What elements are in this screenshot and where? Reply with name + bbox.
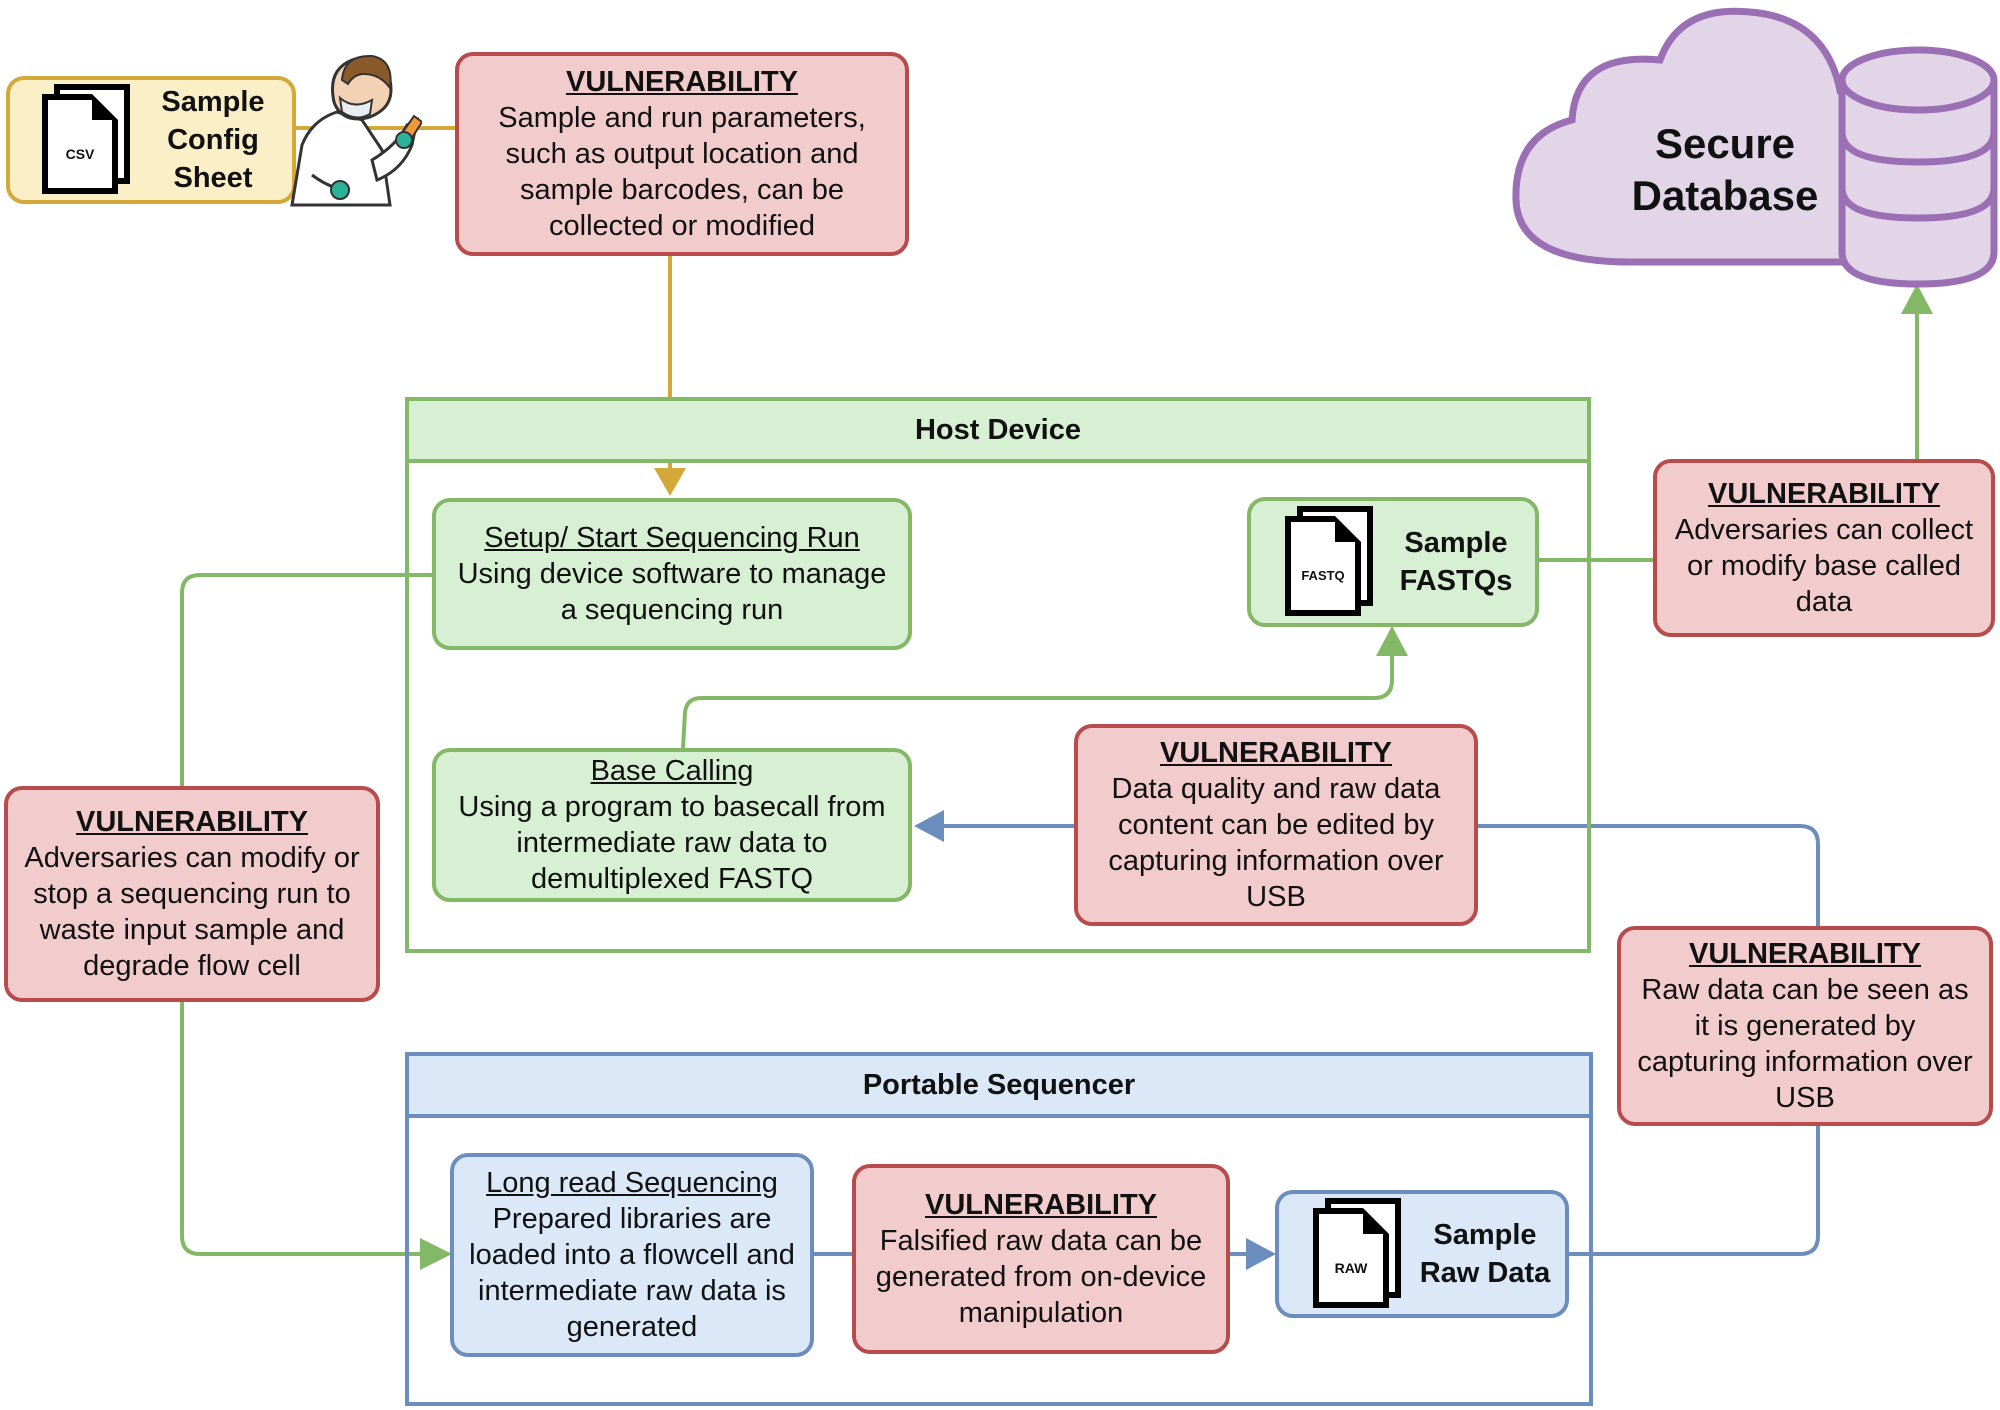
raw-file-label: RAW	[1334, 1260, 1368, 1276]
setup-run-title: Setup/ Start Sequencing Run	[484, 522, 860, 554]
vuln-run-to-longread-line	[180, 1002, 428, 1256]
vulnerability-usb-view-box: VULNERABILITY Raw data can be seen as it…	[1617, 926, 1993, 1126]
fastq-file-icon: FASTQ	[1285, 506, 1377, 618]
base-calling-text: Using a program to basecall from interme…	[458, 791, 886, 895]
vulnerability-text: Adversaries can collect or modify base c…	[1674, 514, 1974, 618]
vuln-to-setup-arrowhead	[654, 468, 686, 496]
long-read-text: Prepared libraries are loaded into a flo…	[469, 1203, 795, 1343]
vulnerability-run-box: VULNERABILITY Adversaries can modify or …	[4, 786, 380, 1002]
raw-file-icon: RAW	[1313, 1198, 1405, 1310]
vulnerability-title: VULNERABILITY	[1160, 737, 1392, 769]
scientist-icon	[290, 54, 422, 207]
database-arrowhead	[1901, 284, 1933, 314]
vulnerability-title: VULNERABILITY	[1689, 938, 1921, 970]
host-device-container: Host Device	[405, 397, 1591, 953]
sample-fastqs-box: FASTQ Sample FASTQs	[1247, 497, 1539, 627]
vulnerability-text: Sample and run parameters, such as outpu…	[498, 102, 866, 242]
vulnerability-text: Adversaries can modify or stop a sequenc…	[24, 842, 360, 982]
vulnerability-title: VULNERABILITY	[566, 66, 798, 98]
raw-to-vuln-view-line	[1568, 1126, 1820, 1256]
long-read-title: Long read Sequencing	[486, 1167, 778, 1199]
base-calling-title: Base Calling	[590, 755, 754, 787]
vulnerability-text: Falsified raw data can be generated from…	[875, 1225, 1207, 1329]
vulnerability-title: VULNERABILITY	[76, 806, 308, 838]
sample-fastqs-title: Sample FASTQs	[1399, 527, 1513, 597]
sample-config-title: Sample Config Sheet	[161, 86, 265, 194]
portable-sequencer-title: Portable Sequencer	[409, 1056, 1589, 1118]
vulnerability-title: VULNERABILITY	[1708, 478, 1940, 510]
portable-sequencer-container: Portable Sequencer	[405, 1052, 1593, 1406]
longread-arrowhead	[420, 1238, 452, 1270]
setup-sequencing-run-box: Setup/ Start Sequencing Run Using device…	[432, 498, 912, 650]
csv-file-label: CSV	[65, 146, 95, 162]
sample-raw-title: Sample Raw Data	[1419, 1219, 1551, 1289]
vulnerability-base-called-box: VULNERABILITY Adversaries can collect or…	[1653, 459, 1995, 637]
database-title: Secure Database	[1631, 120, 1819, 219]
vulnerability-falsified-box: VULNERABILITY Falsified raw data can be …	[852, 1164, 1230, 1354]
host-device-title: Host Device	[409, 401, 1587, 463]
vulnerability-title: VULNERABILITY	[925, 1189, 1157, 1221]
base-calling-box: Base Calling Using a program to basecall…	[432, 748, 912, 902]
raw-arrowhead	[1246, 1238, 1276, 1270]
long-read-sequencing-box: Long read Sequencing Prepared libraries …	[450, 1153, 814, 1357]
fastq-arrowhead	[1376, 626, 1408, 656]
sample-config-sheet: CSV Sample Config Sheet	[6, 76, 296, 204]
sample-raw-data-box: RAW Sample Raw Data	[1275, 1190, 1569, 1318]
fastq-file-label: FASTQ	[1301, 568, 1345, 583]
cloud-database-icon	[1512, 7, 1998, 288]
vulnerability-text: Data quality and raw data content can be…	[1108, 773, 1444, 913]
vulnerability-usb-edit-box: VULNERABILITY Data quality and raw data …	[1074, 724, 1478, 926]
vuln-view-to-vuln-edit-line	[1478, 824, 1820, 926]
vulnerability-config-box: VULNERABILITY Sample and run parameters,…	[455, 52, 909, 256]
csv-file-icon: CSV	[42, 84, 134, 196]
setup-run-text: Using device software to manage a sequen…	[457, 558, 887, 626]
vulnerability-text: Raw data can be seen as it is generated …	[1637, 974, 1973, 1114]
basecall-arrowhead	[914, 810, 944, 842]
basecall-to-fastq-line	[681, 652, 1394, 749]
setup-to-vuln-run-line	[180, 573, 432, 786]
